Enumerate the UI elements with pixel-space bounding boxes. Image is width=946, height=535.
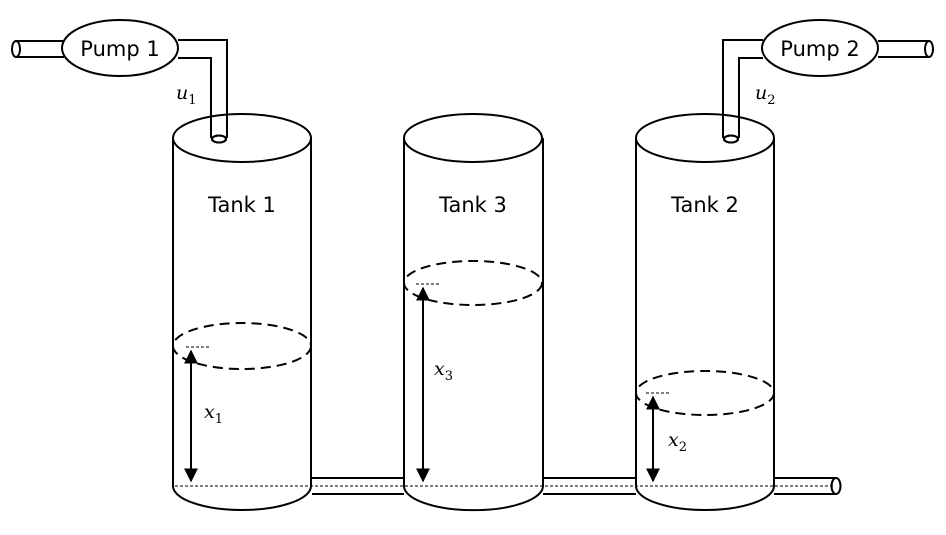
pump-1-body (61, 19, 179, 77)
pump-2-assembly: Pump 2 u2 (722, 19, 934, 144)
tank-1-top (172, 113, 312, 163)
bottom-connecting-pipe (312, 477, 842, 495)
tank-3-label: Tank 3 (438, 193, 507, 217)
pump-2-inlet-opening (924, 40, 934, 58)
tank-2-bottom (635, 485, 775, 511)
tank-1-label: Tank 1 (207, 193, 276, 217)
pump-1-assembly: Pump 1 u1 (11, 19, 228, 144)
tank-2-water-surface (635, 370, 775, 416)
pump-1-flow-label: u1 (176, 82, 197, 108)
tank-2-level-label: x2 (668, 429, 687, 455)
tank-3-top (403, 113, 543, 163)
tank-1: Tank 1 x1 (172, 113, 312, 511)
tank-2: Tank 2 x2 (635, 113, 775, 511)
tank-3: Tank 3 x3 (403, 113, 544, 512)
tank-2-top (635, 113, 775, 163)
tank-1-bottom (172, 485, 312, 511)
pump-2-flow-label: u2 (755, 82, 776, 108)
pump-1-label: Pump 1 (80, 37, 159, 61)
tank-2-label: Tank 2 (670, 193, 739, 217)
tank-1-water-surface (172, 322, 312, 370)
tank-3-bottom (403, 485, 544, 512)
pump-2-label: Pump 2 (780, 37, 859, 61)
pump-1-inlet-opening (11, 40, 21, 58)
tank-3-water-surface (403, 260, 543, 306)
tank-3-level-label: x3 (434, 358, 453, 384)
pump-2-body (761, 19, 879, 77)
tank-1-level-label: x1 (204, 401, 223, 427)
